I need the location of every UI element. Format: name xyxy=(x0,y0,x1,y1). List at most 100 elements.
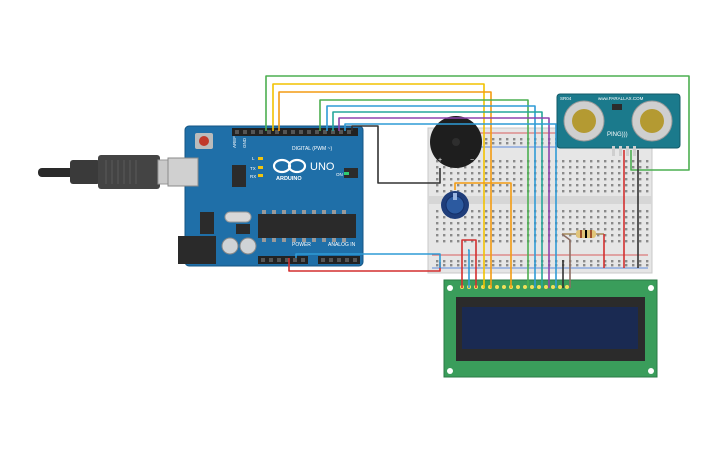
breadboard-hole xyxy=(443,184,446,187)
breadboard-hole xyxy=(625,160,628,163)
breadboard-hole xyxy=(478,184,481,187)
breadboard-hole xyxy=(513,210,516,213)
breadboard-hole xyxy=(450,260,453,263)
breadboard-hole xyxy=(604,260,607,263)
lcd-pins xyxy=(460,285,569,289)
lcd-pin xyxy=(523,285,527,289)
breadboard-hole xyxy=(485,160,488,163)
breadboard-hole xyxy=(604,166,607,169)
breadboard-hole xyxy=(583,160,586,163)
lcd-pin xyxy=(495,285,499,289)
breadboard-hole xyxy=(569,228,572,231)
ultrasonic-sensor[interactable]: www.PARALLAX.COM SR04 PING))) xyxy=(556,93,681,156)
lcd-pin xyxy=(565,285,569,289)
gnd-label: GND xyxy=(242,137,247,148)
breadboard-hole xyxy=(520,216,523,219)
breadboard-hole xyxy=(569,210,572,213)
breadboard-hole xyxy=(499,216,502,219)
breadboard-hole xyxy=(471,184,474,187)
piezo-buzzer[interactable]: + − xyxy=(430,116,482,168)
breadboard-hole xyxy=(506,172,509,175)
lcd-pin xyxy=(544,285,548,289)
breadboard-hole xyxy=(583,190,586,193)
breadboard-hole xyxy=(450,234,453,237)
wire-orange-d11 xyxy=(278,91,492,288)
breadboard-hole xyxy=(639,210,642,213)
breadboard-hole xyxy=(478,228,481,231)
breadboard-hole xyxy=(436,184,439,187)
breadboard-hole xyxy=(464,234,467,237)
breadboard-hole xyxy=(639,166,642,169)
reset-button[interactable] xyxy=(199,136,209,146)
breadboard-hole xyxy=(520,178,523,181)
breadboard-hole xyxy=(597,166,600,169)
breadboard-hole xyxy=(583,228,586,231)
breadboard-hole xyxy=(450,228,453,231)
breadboard-hole xyxy=(492,260,495,263)
breadboard-hole xyxy=(436,234,439,237)
breadboard-hole xyxy=(632,234,635,237)
breadboard-hole xyxy=(436,222,439,225)
breadboard-hole xyxy=(590,210,593,213)
breadboard-hole xyxy=(590,222,593,225)
breadboard-hole xyxy=(499,160,502,163)
breadboard-hole xyxy=(639,228,642,231)
breadboard-hole xyxy=(436,210,439,213)
breadboard-hole xyxy=(506,138,509,141)
breadboard-hole xyxy=(450,172,453,175)
breadboard-hole xyxy=(520,160,523,163)
breadboard-hole xyxy=(464,240,467,243)
breadboard-hole xyxy=(492,234,495,237)
potentiometer[interactable] xyxy=(441,191,469,219)
breadboard-hole xyxy=(597,172,600,175)
breadboard-hole xyxy=(583,178,586,181)
breadboard-hole xyxy=(513,142,516,145)
breadboard-hole xyxy=(604,160,607,163)
breadboard-hole xyxy=(590,190,593,193)
breadboard-hole xyxy=(597,222,600,225)
breadboard-hole xyxy=(513,190,516,193)
wire-brown-resistor xyxy=(561,233,571,288)
breadboard-hole xyxy=(457,178,460,181)
breadboard-hole xyxy=(618,222,621,225)
breadboard-hole xyxy=(625,234,628,237)
arduino-board[interactable]: AREF GND TX RX L ON DIGITAL (PWM ~) ARDU… xyxy=(167,125,364,267)
breadboard-hole xyxy=(464,166,467,169)
buzzer-minus-label: − xyxy=(470,157,474,164)
breadboard-hole xyxy=(569,216,572,219)
breadboard-hole xyxy=(520,210,523,213)
breadboard-hole xyxy=(513,166,516,169)
breadboard-hole xyxy=(499,172,502,175)
breadboard-hole xyxy=(443,240,446,243)
breadboard-hole xyxy=(520,138,523,141)
breadboard-hole xyxy=(576,190,579,193)
breadboard-hole xyxy=(604,264,607,267)
breadboard-hole xyxy=(590,264,593,267)
power-label: POWER xyxy=(292,242,311,248)
breadboard-hole xyxy=(513,138,516,141)
breadboard-hole xyxy=(485,228,488,231)
breadboard-hole xyxy=(562,184,565,187)
breadboard-hole xyxy=(646,184,649,187)
breadboard-hole xyxy=(618,166,621,169)
breadboard-hole xyxy=(583,172,586,175)
breadboard-hole xyxy=(562,210,565,213)
breadboard-hole xyxy=(618,240,621,243)
lcd-display[interactable] xyxy=(443,279,658,378)
breadboard-hole xyxy=(625,240,628,243)
breadboard-hole xyxy=(520,228,523,231)
breadboard-hole xyxy=(618,264,621,267)
breadboard-hole xyxy=(611,166,614,169)
breadboard-hole xyxy=(471,216,474,219)
digital-label: DIGITAL (PWM ~) xyxy=(292,146,332,152)
analog-label: ANALOG IN xyxy=(328,242,356,248)
power-header[interactable] xyxy=(258,256,308,264)
breadboard-hole xyxy=(506,160,509,163)
breadboard-hole xyxy=(520,142,523,145)
breadboard-hole xyxy=(569,172,572,175)
breadboard-hole xyxy=(583,260,586,263)
breadboard-hole xyxy=(513,172,516,175)
breadboard-hole xyxy=(499,184,502,187)
breadboard-hole xyxy=(450,222,453,225)
breadboard-hole xyxy=(597,178,600,181)
